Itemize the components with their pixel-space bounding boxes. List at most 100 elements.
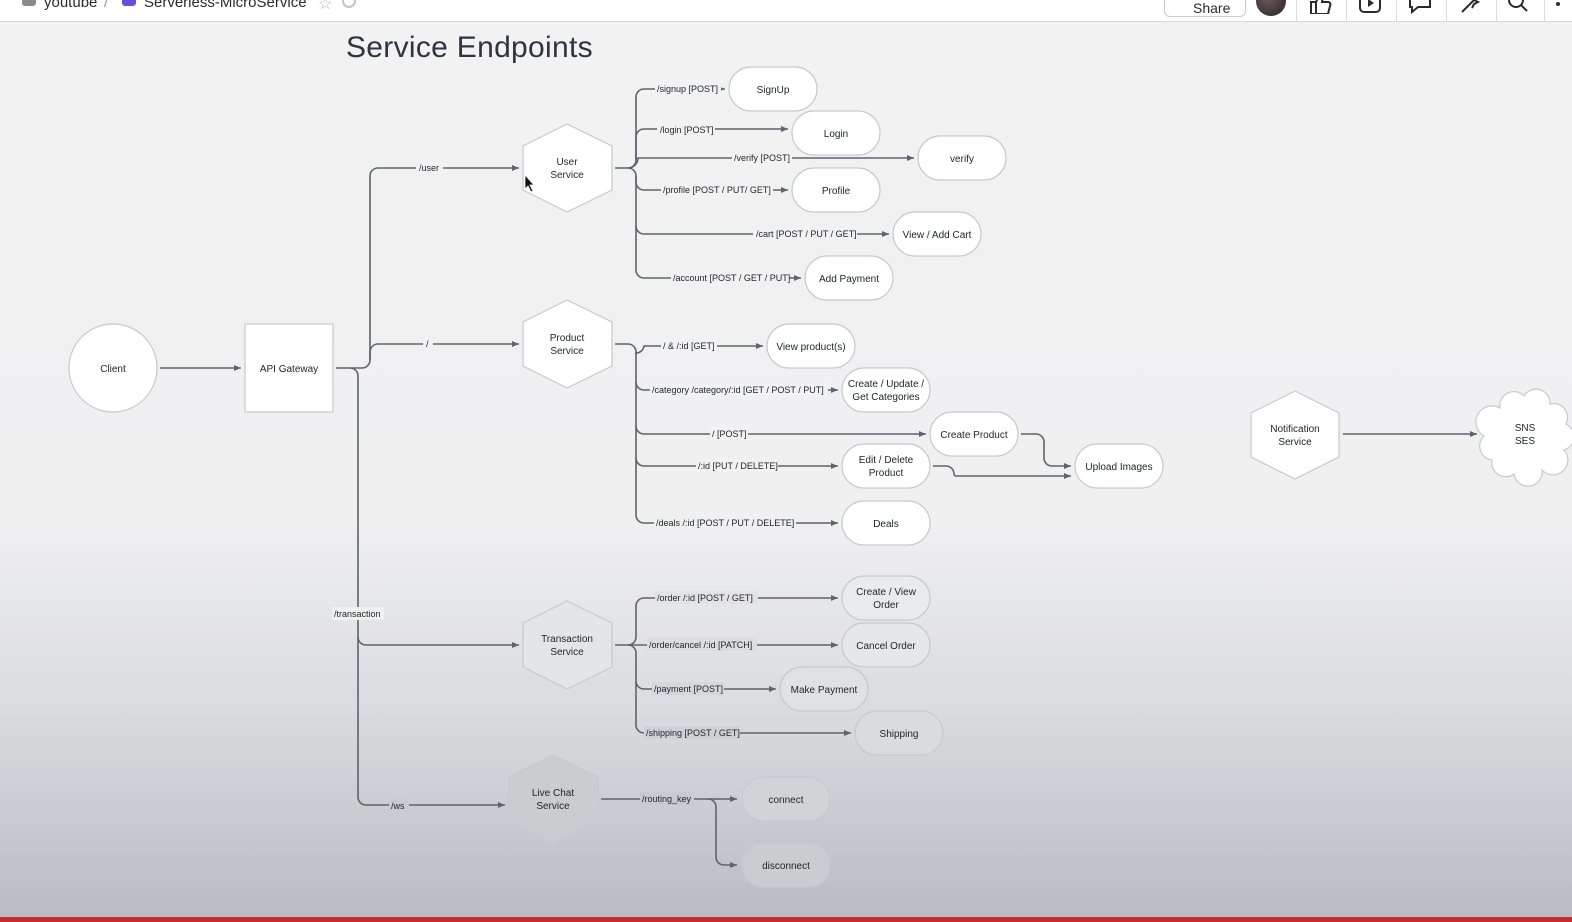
edge-label-cart: /cart [POST / PUT / GET] bbox=[756, 229, 857, 239]
top-toolbar: youtube / Serverless-MicroService ☆ Shar… bbox=[0, 0, 1572, 22]
edge-chat-disconnect[interactable] bbox=[707, 798, 737, 868]
node-deals-label: Deals bbox=[873, 519, 899, 530]
node-upload-images[interactable]: Upload Images bbox=[1074, 443, 1164, 489]
node-deals[interactable]: Deals bbox=[841, 500, 931, 546]
more-icon[interactable] bbox=[1556, 2, 1560, 6]
edge-label-transaction: /transaction bbox=[334, 609, 381, 619]
node-add-payment[interactable]: Add Payment bbox=[804, 255, 894, 301]
edge-create-upload[interactable] bbox=[1021, 433, 1071, 469]
edge-tx-shipping[interactable] bbox=[635, 681, 851, 736]
edge-label-products-get: / & /:id [GET] bbox=[663, 341, 715, 351]
node-create-product[interactable]: Create Product bbox=[929, 411, 1019, 457]
node-cancel-order-label: Cancel Order bbox=[856, 641, 916, 652]
edge-product-deals[interactable] bbox=[635, 458, 838, 526]
edge-label-ws: /ws bbox=[391, 801, 405, 811]
node-make-payment[interactable]: Make Payment bbox=[779, 666, 869, 712]
node-transaction-service-line1: Transaction bbox=[541, 634, 593, 645]
edge-label-signup: /signup [POST] bbox=[657, 84, 718, 94]
node-signup[interactable]: SignUp bbox=[728, 66, 818, 112]
node-client[interactable]: Client bbox=[68, 323, 158, 413]
node-signup-label: SignUp bbox=[757, 85, 790, 96]
edge-label-product-post: / [POST] bbox=[712, 429, 747, 439]
node-verify-label: verify bbox=[950, 154, 974, 165]
magic-icon[interactable] bbox=[1458, 0, 1482, 14]
node-shipping[interactable]: Shipping bbox=[854, 710, 944, 756]
edge-gateway-user[interactable] bbox=[336, 165, 519, 369]
node-login-label: Login bbox=[824, 129, 848, 140]
breadcrumb-doc-title[interactable]: Serverless-MicroService bbox=[144, 0, 307, 11]
search-icon[interactable] bbox=[1506, 0, 1530, 14]
share-label: Share bbox=[1193, 0, 1231, 16]
edge-label-payment: /payment [POST] bbox=[654, 684, 723, 694]
node-view-add-cart[interactable]: View / Add Cart bbox=[892, 211, 982, 257]
node-notification-service-line2: Service bbox=[1278, 437, 1312, 448]
node-transaction-service-line2: Service bbox=[550, 647, 584, 658]
node-disconnect-label: disconnect bbox=[762, 861, 810, 872]
edge-label-verify: /verify [POST] bbox=[734, 153, 790, 163]
node-profile-label: Profile bbox=[822, 186, 851, 197]
node-edit-delete-product-line1: Edit / Delete bbox=[859, 455, 914, 466]
node-edit-delete-product[interactable]: Edit / Delete Product bbox=[841, 443, 931, 489]
node-product-service-line1: Product bbox=[550, 333, 585, 344]
node-categories-line1: Create / Update / bbox=[848, 379, 924, 390]
edge-edit-upload[interactable] bbox=[933, 465, 1071, 479]
edge-user-login[interactable] bbox=[635, 126, 788, 160]
edge-gateway-product[interactable] bbox=[369, 341, 519, 360]
toolbar-divider bbox=[1446, 0, 1447, 21]
node-notification-service-line1: Notification bbox=[1270, 424, 1319, 435]
node-create-view-order-line2: Order bbox=[873, 600, 899, 611]
edge-label-user: /user bbox=[419, 163, 439, 173]
comment-icon[interactable] bbox=[1408, 0, 1432, 14]
board-icon bbox=[122, 0, 136, 6]
node-notification-service[interactable]: Notification Service bbox=[1250, 390, 1340, 480]
node-product-service[interactable]: Product Service bbox=[522, 299, 613, 389]
edge-tx-order[interactable] bbox=[615, 595, 838, 646]
node-user-service[interactable]: User Service bbox=[522, 123, 613, 213]
toolbar-divider bbox=[1496, 0, 1497, 21]
avatar[interactable] bbox=[1256, 0, 1286, 16]
node-view-add-cart-label: View / Add Cart bbox=[903, 230, 972, 241]
node-product-service-line2: Service bbox=[550, 346, 584, 357]
breadcrumb-workspace[interactable]: youtube bbox=[44, 0, 98, 11]
edge-label-order-cancel: /order/cancel /:id [PATCH] bbox=[649, 640, 752, 650]
node-disconnect[interactable]: disconnect bbox=[741, 842, 831, 888]
thumbs-up-icon[interactable] bbox=[1308, 0, 1332, 14]
edge-label-login: /login [POST] bbox=[660, 125, 714, 135]
edge-label-shipping: /shipping [POST / GET] bbox=[646, 728, 740, 738]
edge-label-product-put-delete: /:id [PUT / DELETE] bbox=[698, 461, 778, 471]
node-api-gateway[interactable]: API Gateway bbox=[244, 323, 334, 413]
node-add-payment-label: Add Payment bbox=[819, 274, 879, 285]
node-user-service-line1: User bbox=[556, 157, 578, 168]
edge-gateway-transaction[interactable] bbox=[349, 367, 519, 648]
edge-gateway-livechat[interactable] bbox=[357, 637, 505, 808]
node-live-chat-service[interactable]: Live Chat Service bbox=[508, 754, 599, 844]
node-sns-ses[interactable]: SNS SES bbox=[1475, 388, 1572, 487]
share-button[interactable]: Share bbox=[1164, 0, 1246, 17]
toolbar-divider bbox=[1296, 0, 1297, 21]
edge-label-routing-key: /routing_key bbox=[642, 794, 692, 804]
edge-user-account[interactable] bbox=[635, 226, 801, 281]
node-profile[interactable]: Profile bbox=[791, 167, 881, 213]
mouse-cursor-icon bbox=[524, 173, 535, 193]
sync-status-icon bbox=[342, 0, 356, 8]
node-login[interactable]: Login bbox=[791, 110, 881, 156]
node-live-chat-service-line1: Live Chat bbox=[532, 788, 574, 799]
node-client-label: Client bbox=[100, 364, 126, 375]
node-verify[interactable]: verify bbox=[917, 135, 1007, 181]
node-cancel-order[interactable]: Cancel Order bbox=[841, 622, 931, 668]
node-user-service-line2: Service bbox=[550, 170, 584, 181]
edge-label-deals: /deals /:id [POST / PUT / DELETE] bbox=[656, 518, 794, 528]
node-create-view-order[interactable]: Create / View Order bbox=[841, 575, 931, 621]
node-make-payment-label: Make Payment bbox=[791, 685, 858, 696]
node-categories[interactable]: Create / Update / Get Categories bbox=[841, 367, 931, 413]
toolbar-divider bbox=[1346, 0, 1347, 21]
node-view-products[interactable]: View product(s) bbox=[766, 323, 856, 369]
workspace-icon bbox=[22, 0, 36, 6]
node-connect[interactable]: connect bbox=[741, 776, 831, 822]
video-icon[interactable] bbox=[1358, 0, 1382, 14]
star-icon[interactable]: ☆ bbox=[318, 0, 333, 13]
node-transaction-service[interactable]: Transaction Service bbox=[522, 600, 613, 690]
edge-label-category: /category /category/:id [GET / POST / PU… bbox=[652, 385, 824, 395]
edge-label-account: /account [POST / GET / PUT] bbox=[673, 273, 790, 283]
